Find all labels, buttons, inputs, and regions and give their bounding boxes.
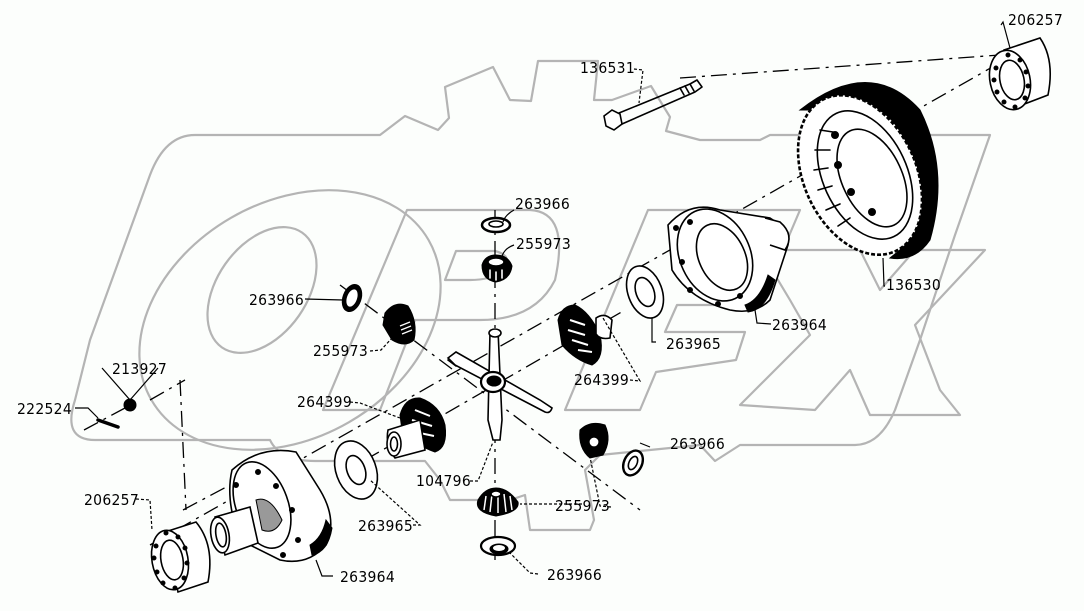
part-263966-washer-top[interactable] <box>480 216 512 234</box>
part-255973-pinion-top[interactable] <box>481 254 513 283</box>
part-213927-nut[interactable] <box>123 398 137 412</box>
label-263965-left[interactable]: 263965 <box>358 517 413 535</box>
label-255973-bottom[interactable]: 255973 <box>555 497 610 515</box>
label-136530[interactable]: 136530 <box>886 276 941 294</box>
label-206257-bottom[interactable]: 206257 <box>84 491 139 509</box>
label-263966-left[interactable]: 263966 <box>249 291 304 309</box>
label-213927[interactable]: 213927 <box>112 360 167 378</box>
watermark-gear-outline <box>70 59 992 532</box>
part-222524-pin[interactable] <box>96 418 120 429</box>
part-264399-side-gear-left[interactable] <box>386 397 446 459</box>
label-263966-top[interactable]: 263966 <box>515 195 570 213</box>
part-104796-cross-shaft[interactable] <box>446 328 553 441</box>
part-263965-washer-left[interactable] <box>327 435 385 505</box>
label-263964-left[interactable]: 263964 <box>340 568 395 586</box>
part-136531-bolt[interactable] <box>603 79 703 131</box>
leader-lines <box>75 20 1011 577</box>
part-263966-washer-bottom[interactable] <box>479 535 517 557</box>
label-104796[interactable]: 104796 <box>416 472 471 490</box>
part-264399-side-gear-right[interactable] <box>557 304 613 366</box>
watermark-letter-p <box>321 208 561 412</box>
label-264399-right[interactable]: 264399 <box>574 371 629 389</box>
part-255973-pinion-bottom[interactable] <box>476 487 519 517</box>
label-264399-left[interactable]: 264399 <box>297 393 352 411</box>
part-255973-pinion-left[interactable] <box>382 303 416 345</box>
part-206257-bearing-left[interactable] <box>147 521 211 594</box>
part-206257-bearing-right[interactable] <box>984 37 1051 114</box>
part-263966-washer-right[interactable] <box>619 447 646 478</box>
part-136530-ring-gear[interactable] <box>774 75 947 275</box>
label-206257-top[interactable]: 206257 <box>1008 11 1063 29</box>
label-263966-bottom[interactable]: 263966 <box>547 566 602 584</box>
label-255973-left[interactable]: 255973 <box>313 342 368 360</box>
label-255973-top[interactable]: 255973 <box>516 235 571 253</box>
label-136531[interactable]: 136531 <box>580 59 635 77</box>
part-263964-case-left[interactable] <box>208 449 333 563</box>
watermark-letter-o <box>138 189 442 451</box>
part-263966-washer-left[interactable] <box>339 282 365 314</box>
watermark-letter-x <box>738 248 987 417</box>
part-pinion-gear-right[interactable] <box>579 422 609 459</box>
label-222524[interactable]: 222524 <box>17 400 72 418</box>
part-263964-case-right[interactable] <box>663 197 790 314</box>
label-263964-right[interactable]: 263964 <box>772 316 827 334</box>
part-labels: 136531 206257 136530 263964 263966 25597… <box>17 11 1063 586</box>
label-263966-right[interactable]: 263966 <box>670 435 725 453</box>
label-263965-right[interactable]: 263965 <box>666 335 721 353</box>
watermark-letter-o-inner <box>206 226 318 354</box>
part-263965-washer-right[interactable] <box>620 261 670 323</box>
